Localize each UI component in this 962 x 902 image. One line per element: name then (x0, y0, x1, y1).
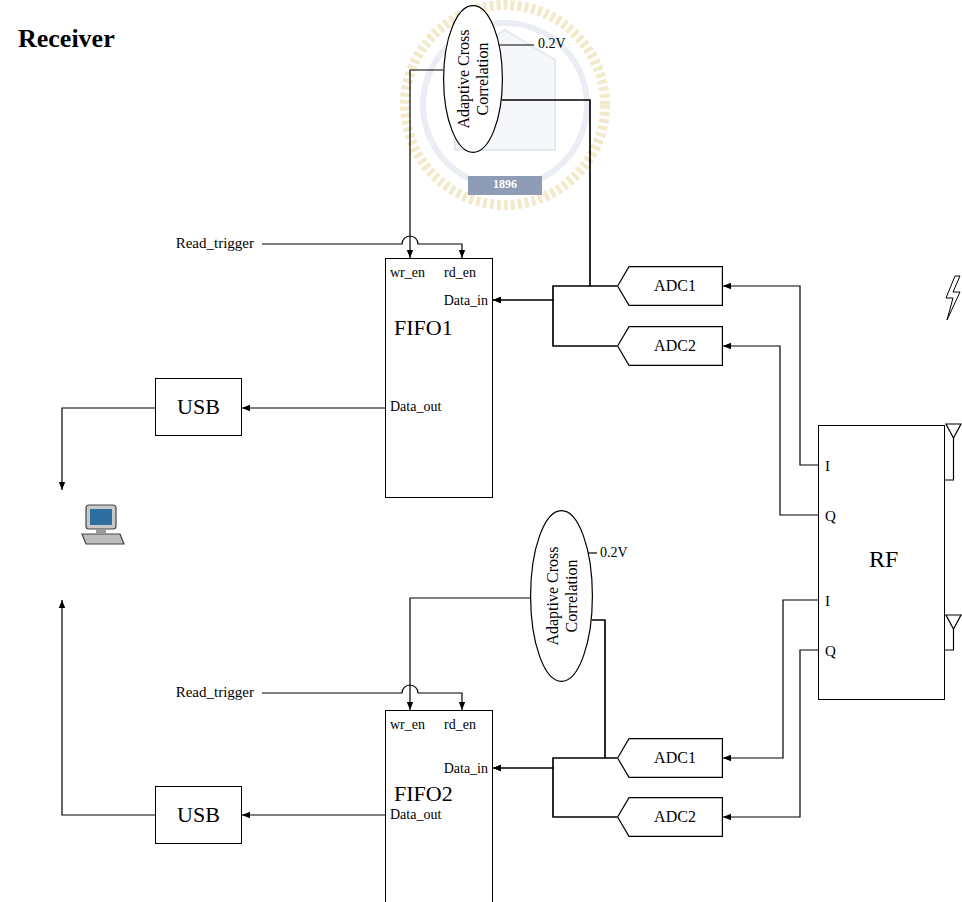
port-label: I (825, 593, 830, 610)
signal-wire (410, 598, 530, 710)
signal-wire (723, 346, 818, 515)
port-label: Data_out (390, 399, 441, 415)
signal-wire (493, 758, 617, 768)
block-name: ADC1 (644, 749, 696, 767)
adc-block: ADC2 (617, 326, 723, 366)
block-name: Adaptive Cross Correlation (454, 22, 492, 136)
signal-label: Read_trigger (176, 684, 254, 701)
port-label: Q (825, 508, 836, 525)
signal-wire (242, 407, 385, 408)
usb-link (62, 408, 155, 490)
computer-icon (82, 505, 124, 544)
read-trigger-wire (262, 685, 462, 710)
watermark-text: 1896 (493, 178, 517, 192)
threshold-lead (588, 552, 597, 553)
signal-label: 0.2V (600, 545, 628, 561)
diagram-title: Receiver (18, 24, 115, 54)
signal-wire (493, 300, 617, 346)
port-label: wr_en (390, 717, 425, 733)
block-name: USB (177, 394, 220, 419)
signal-wire (493, 286, 617, 300)
ellipse-outline (443, 5, 503, 153)
signal-wire (723, 600, 818, 758)
correlator-ellipse: Adaptive Cross Correlation (530, 510, 593, 682)
block-box: I Q RF I Q (818, 425, 945, 700)
signal-wire (592, 620, 617, 758)
adc-block: ADC2 (617, 797, 723, 837)
usb-link (62, 600, 155, 815)
signal-label: 0.2V (538, 36, 566, 52)
antenna-symbol (945, 424, 961, 650)
signal-wire (502, 100, 617, 346)
signal-wire (502, 100, 617, 286)
block-name: ADC2 (644, 337, 696, 355)
threshold-lead (499, 44, 534, 45)
port-label: rd_en (444, 717, 476, 733)
signal-wire (410, 70, 443, 258)
correlator-ellipse: Adaptive Cross Correlation (443, 5, 503, 153)
port-label: Data_in (444, 293, 488, 309)
block-box: wr_en rd_enData_inFIFO1Data_out (385, 258, 493, 498)
block-box: USB (155, 786, 242, 844)
block-box: USB (155, 378, 242, 436)
block-name: Adaptive Cross Correlation (542, 527, 580, 665)
port-label: Data_out (390, 807, 441, 823)
signal-symbol (946, 276, 960, 320)
block-box: wr_en rd_enData_inFIFO2Data_out (385, 710, 493, 902)
block-name: ADC2 (644, 808, 696, 826)
adc-block: ADC1 (617, 738, 723, 778)
port-label: Data_in (444, 761, 488, 777)
block-name: FIFO2 (394, 781, 453, 806)
block-name: ADC1 (644, 277, 696, 295)
port-label: wr_en (390, 265, 425, 281)
signal-wire (493, 768, 617, 817)
watermark-band (468, 176, 542, 195)
block-name: RF (869, 546, 898, 574)
port-label: rd_en (444, 265, 476, 281)
signal-wire (723, 650, 818, 817)
signal-wire (242, 814, 385, 815)
watermark-logo (405, 5, 605, 205)
port-label: I (825, 458, 830, 475)
block-name: FIFO1 (394, 315, 453, 340)
signal-label: Read_trigger (176, 235, 254, 252)
block-name: USB (177, 802, 220, 827)
ellipse-outline (530, 510, 593, 682)
adc-block: ADC1 (617, 266, 723, 306)
signal-wire (723, 286, 818, 465)
port-label: Q (825, 643, 836, 660)
read-trigger-wire (262, 236, 462, 258)
